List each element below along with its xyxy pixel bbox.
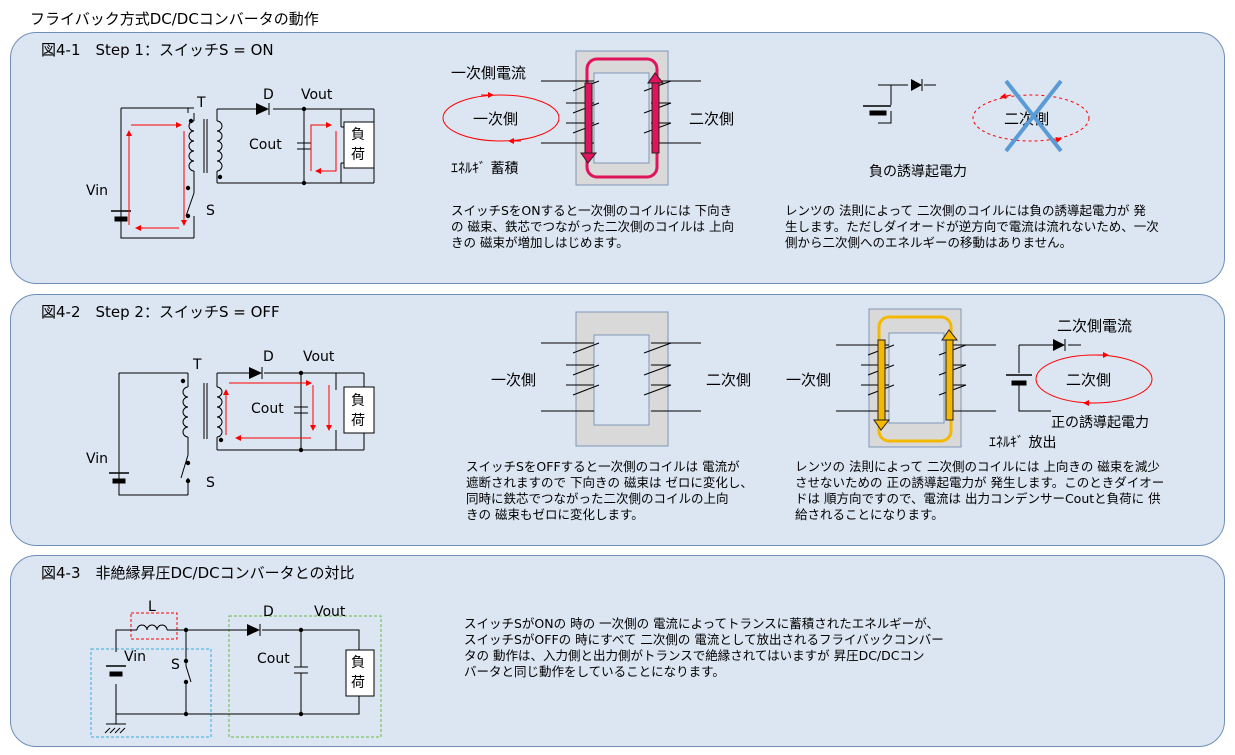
label-S: S xyxy=(206,203,215,219)
label-D: D xyxy=(263,604,274,620)
cout-capacitor-icon xyxy=(294,666,308,674)
step1-circuit xyxy=(120,107,375,239)
label-secondary: 二次側 xyxy=(689,110,734,128)
label-energy-store: ｴﾈﾙｷﾞ 蓄積 xyxy=(451,161,518,177)
primary-coil-icon xyxy=(182,380,189,455)
label-L: L xyxy=(148,599,156,615)
panel-comparison-title: 図4-3 非絶縁昇圧DC/DCコンバータとの対比 xyxy=(41,564,355,582)
label-S: S xyxy=(206,475,215,491)
switch-s-icon xyxy=(185,630,192,714)
vin-battery-icon xyxy=(106,665,126,677)
step1-desc-right: レンツの 法則によって 二次側のコイルには負の誘導起電力が 発生します。ただしダ… xyxy=(785,203,1159,250)
label-energy-release: ｴﾈﾙｷﾞ 放出 xyxy=(989,435,1056,451)
label-Vout: Vout xyxy=(314,604,346,620)
label-T: T xyxy=(196,95,206,111)
boost-circuit: L D Vout Cout Vin S 負 荷 xyxy=(90,599,382,738)
label-secondary-loop: 二次側 xyxy=(1066,371,1111,389)
panel-comparison: 図4-3 非絶縁昇圧DC/DCコンバータとの対比 L D Vout Cout V… xyxy=(10,555,1225,747)
label-Cout: Cout xyxy=(251,401,284,417)
label-D: D xyxy=(263,349,274,365)
switch-s-icon xyxy=(185,192,195,239)
inductor-icon xyxy=(136,624,168,631)
label-secondary: 二次側 xyxy=(706,371,751,389)
step1-current-arrows xyxy=(126,122,337,231)
label-primary-current: 一次側電流 xyxy=(451,64,526,82)
input-side-box xyxy=(90,648,212,738)
step2-circuit xyxy=(118,372,375,496)
diode-icon xyxy=(256,103,269,115)
cout-capacitor-icon xyxy=(294,406,308,414)
step1-negative-emf xyxy=(863,84,936,124)
label-Vout: Vout xyxy=(301,87,333,103)
diode-icon xyxy=(911,79,922,91)
label-Vin: Vin xyxy=(86,183,108,199)
secondary-coil-icon xyxy=(216,373,223,450)
step2-transformer-release xyxy=(836,308,996,448)
primary-coil-icon xyxy=(188,113,195,193)
inductor-box xyxy=(130,612,178,640)
step2-desc-left: スイッチSをOFFすると一次側のコイルは 電流が遮断されますので 下向きの 磁束… xyxy=(466,459,753,522)
step2-transformer-off xyxy=(541,311,701,447)
panel-step2: 図4-2 Step 2：スイッチS = OFF xyxy=(10,294,1225,546)
switch-s-icon xyxy=(180,454,189,495)
load-label-1: 負 xyxy=(351,393,365,409)
step1-diagrams: T D Vout Cout Vin S 負 荷 xyxy=(86,50,1090,239)
label-D: D xyxy=(263,87,274,103)
ground-icon xyxy=(104,727,126,734)
load-label-1: 負 xyxy=(351,655,365,671)
diode-icon xyxy=(1053,339,1065,351)
diode-icon xyxy=(249,367,262,379)
step2-desc-right: レンツの 法則によって 二次側のコイルには 上向きの 磁束を減少させないための … xyxy=(795,459,1165,522)
step1-primary-loop xyxy=(442,92,560,144)
step2-positive-emf xyxy=(1006,344,1081,412)
label-Vin: Vin xyxy=(86,451,108,467)
step1-transformer xyxy=(541,50,701,186)
step2-diagrams: T D Vout Cout Vin S 負 荷 一次側 二次側 xyxy=(86,308,1153,496)
secondary-coil-icon xyxy=(216,109,223,183)
diode-icon xyxy=(247,624,260,636)
vin-battery-icon xyxy=(111,210,131,222)
label-T: T xyxy=(192,357,202,373)
label-primary: 一次側 xyxy=(473,110,518,128)
panel-step2-title: 図4-2 Step 2：スイッチS = OFF xyxy=(41,303,280,321)
label-Cout: Cout xyxy=(249,137,282,153)
comparison-desc: スイッチSがONの 時の 一次側の 電流によってトランスに蓄積されたエネルギーが… xyxy=(464,616,944,679)
load-label-2: 荷 xyxy=(351,147,365,163)
load-label-1: 負 xyxy=(351,127,365,143)
step2-current-arrows xyxy=(223,380,332,441)
page-title: フライバック方式DC/DCコンバータの動作 xyxy=(30,10,319,28)
label-negative-emf: 負の誘導起電力 xyxy=(869,164,967,180)
label-Vin: Vin xyxy=(124,649,146,665)
label-Cout: Cout xyxy=(257,651,290,667)
output-side-box xyxy=(228,615,382,738)
load-label-2: 荷 xyxy=(351,413,365,429)
panel-step1: 図4-1 Step 1：スイッチS = ON xyxy=(10,32,1225,284)
label-primary-2: 一次側 xyxy=(786,371,831,389)
label-primary: 一次側 xyxy=(491,371,536,389)
load-label-2: 荷 xyxy=(351,675,365,691)
label-secondary-current: 二次側電流 xyxy=(1057,317,1132,335)
blocked-loop xyxy=(972,94,1090,142)
label-S: S xyxy=(171,657,180,673)
step1-desc-left: スイッチSをONすると一次側のコイルには 下向きの 磁束、鉄芯でつながった二次側… xyxy=(451,203,734,250)
vin-battery-icon xyxy=(109,472,129,484)
label-Vout: Vout xyxy=(303,349,335,365)
cout-capacitor-icon xyxy=(297,142,311,150)
panel-step1-title: 図4-1 Step 1：スイッチS = ON xyxy=(41,41,274,59)
cross-icon xyxy=(1004,79,1063,153)
label-positive-emf: 正の誘導起電力 xyxy=(1051,415,1149,431)
